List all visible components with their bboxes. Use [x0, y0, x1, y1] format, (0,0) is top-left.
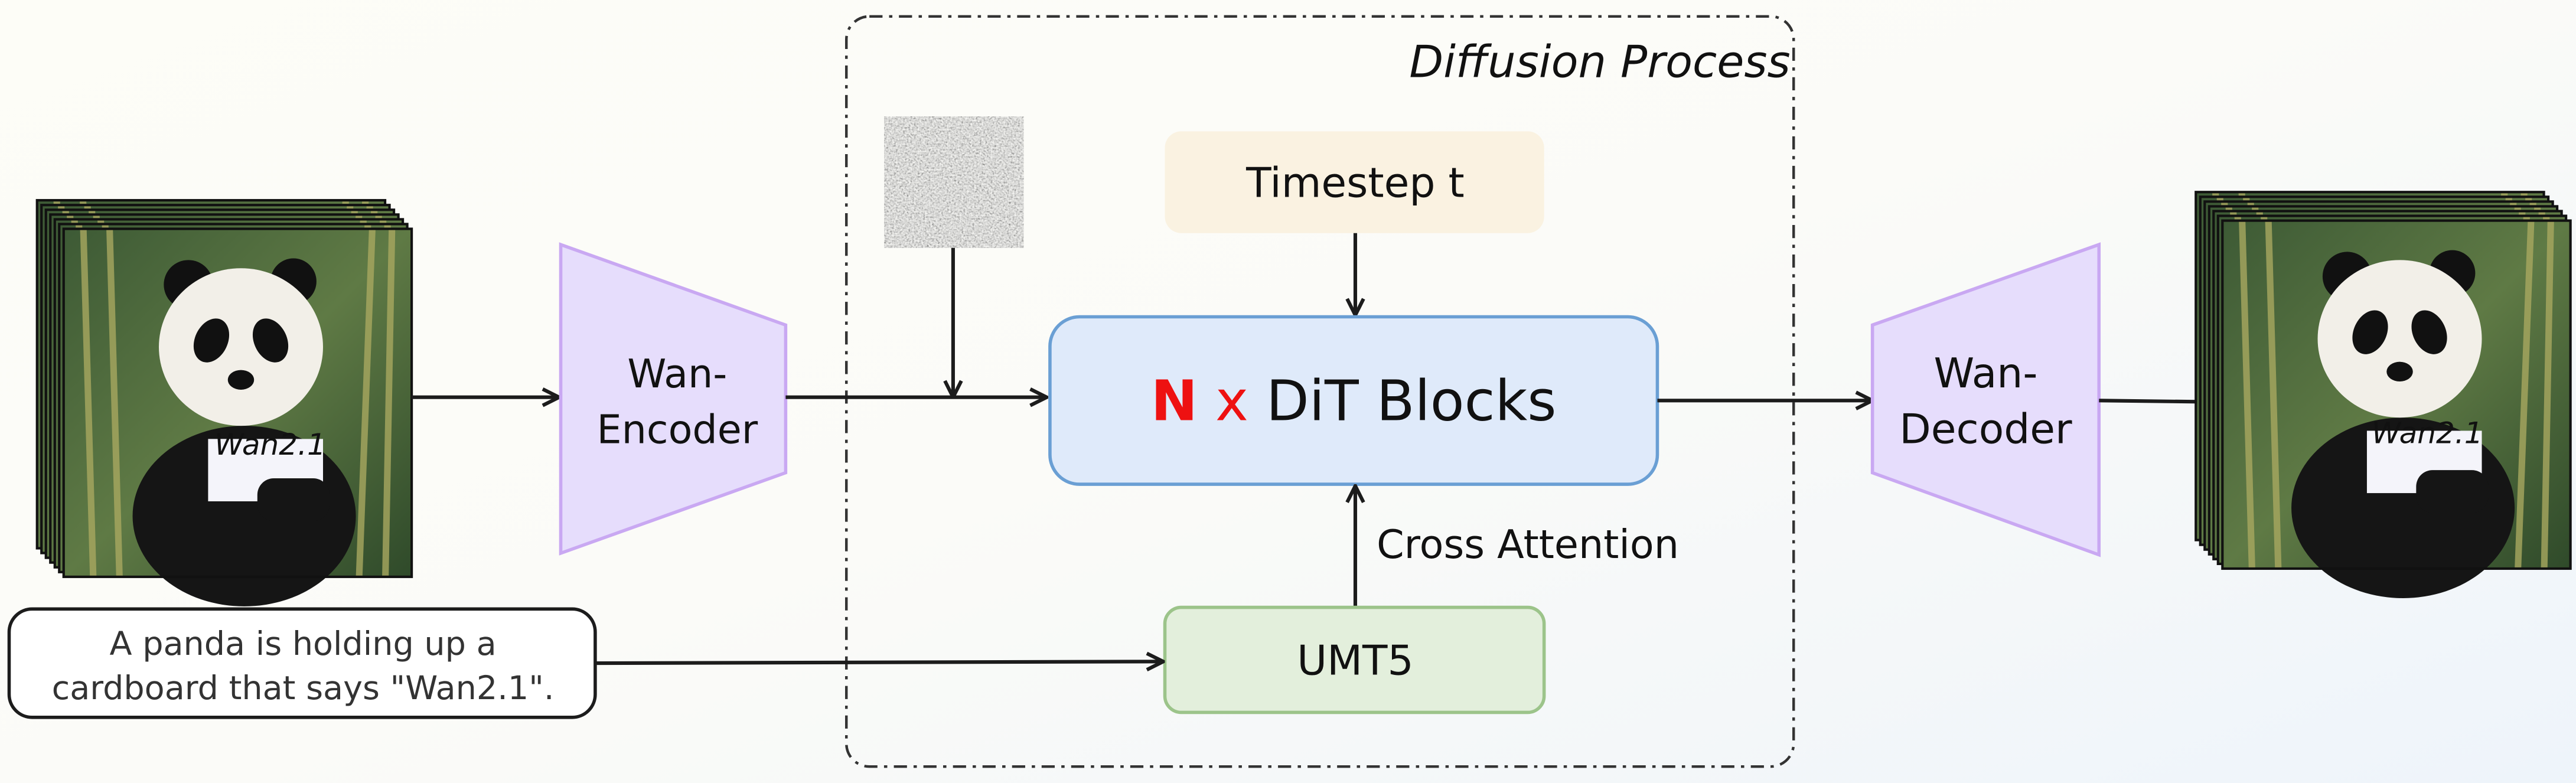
diffusion-process-container: Diffusion Process [844, 15, 1795, 768]
umt5-label: UMT5 [1297, 637, 1413, 685]
decoder-label-line2: Decoder [1899, 406, 2072, 454]
timestep-label: Timestep t [1245, 159, 1465, 207]
dit-label: DiT Blocks [1266, 369, 1557, 434]
prompt-line2: cardboard that says "Wan2.1". [52, 669, 555, 707]
wan-encoder: Wan- Encoder [559, 242, 788, 556]
video-frame [64, 229, 412, 606]
dit-blocks-box: N x DiT Blocks [1048, 315, 1659, 486]
encoder-label-line1: Wan- [627, 351, 727, 397]
prompt-line1: A panda is holding up a [110, 625, 497, 663]
input-sign-text: Wan2.1 [214, 428, 326, 462]
diffusion-process-title: Diffusion Process [1409, 36, 1790, 88]
decoder-label-line1: Wan- [1933, 350, 2037, 397]
arrow-prompt-to-umt5 [595, 661, 1163, 663]
dit-x: x [1215, 369, 1248, 434]
timestep-box: Timestep t [1165, 131, 1544, 233]
umt5-box: UMT5 [1163, 605, 1546, 715]
input-video-frames: Wan2.1 [37, 200, 412, 606]
encoder-label-line2: Encoder [597, 407, 758, 453]
text-prompt-box: A panda is holding up a cardboard that s… [7, 607, 597, 719]
cross-attention-label: Cross Attention [1377, 521, 1679, 567]
output-video-frames: Wan2.1 [2196, 192, 2570, 598]
svg-text:N x DiT Blocks: N x DiT Blocks [1151, 369, 1557, 434]
output-sign-text: Wan2.1 [2372, 416, 2483, 451]
video-frame [2222, 221, 2570, 598]
noise-latent-image [884, 116, 1024, 248]
wan-decoder: Wan- Decoder [1870, 242, 2101, 557]
dit-n: N [1151, 369, 1198, 434]
